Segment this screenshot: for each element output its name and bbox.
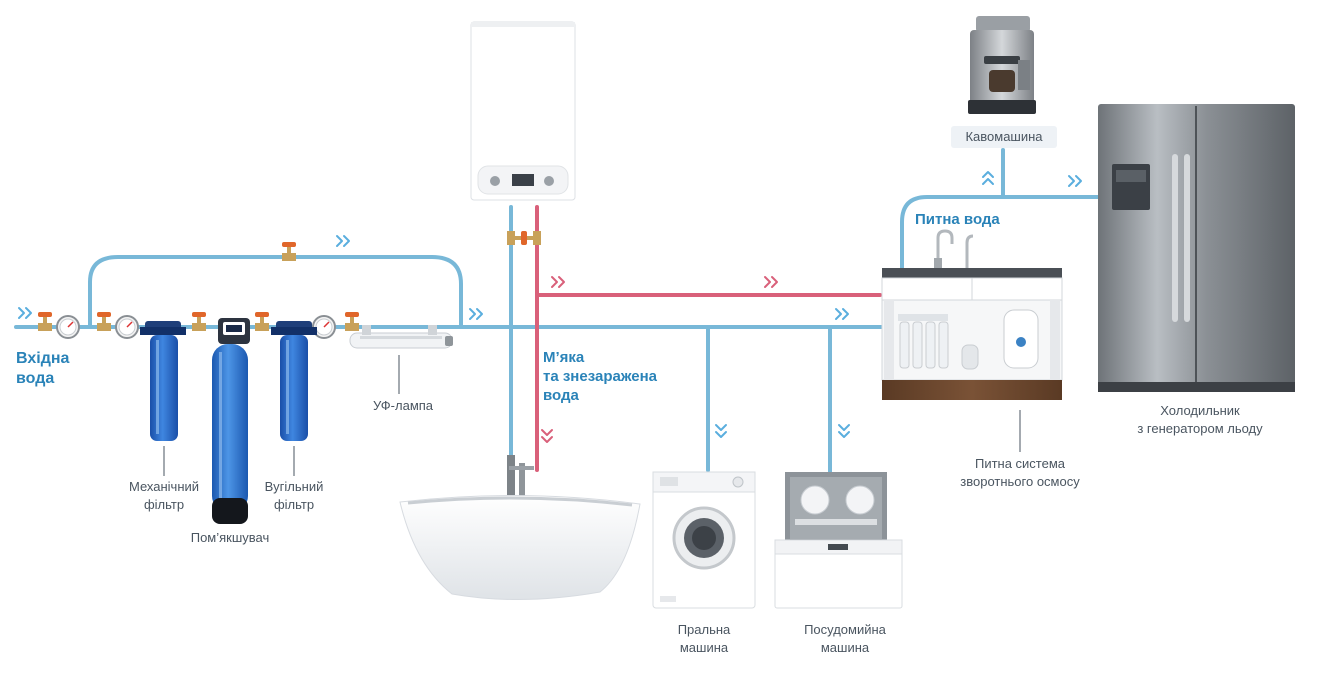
- flow-arrow-icon: [764, 276, 778, 288]
- inlet-label: Вхідна вода: [16, 350, 70, 387]
- dishwasher-label: Посудомийна машина: [804, 622, 886, 655]
- carbon-filter-icon: [271, 321, 317, 441]
- boiler-icon: [470, 21, 576, 201]
- dishwasher-icon: [774, 472, 903, 609]
- fridge-label: Холодильник з генератором льоду: [1137, 403, 1263, 436]
- pressure-gauge-icon: [115, 315, 139, 339]
- fridge-icon: [1098, 104, 1295, 392]
- washing-machine-label: Пральна машина: [677, 622, 731, 655]
- soft-water-pipes: [535, 205, 882, 472]
- ro-system-label: Питна система зворотнього осмосу: [960, 456, 1080, 489]
- uv-lamp-label: УФ-лампа: [372, 398, 434, 413]
- flow-arrow-icon: [982, 171, 994, 185]
- carbon-filter-label: Вугільний фільтр: [264, 479, 324, 512]
- flow-arrow-icon: [835, 308, 849, 320]
- sink-cabinet-icon: [881, 229, 1063, 400]
- flow-arrow-icon: [336, 235, 350, 247]
- flow-arrow-icon: [838, 424, 850, 438]
- washing-machine-icon: [652, 471, 756, 609]
- valve-icon: [38, 312, 52, 331]
- valve-icon: [192, 312, 206, 331]
- flow-arrow-icon: [1068, 175, 1082, 187]
- mechanical-filter-label: Механічний фільтр: [128, 479, 200, 512]
- valve-icon: [282, 242, 296, 261]
- bathtub-icon: [399, 455, 641, 601]
- flow-arrow-icon: [715, 424, 727, 438]
- uv-lamp-icon: [349, 325, 453, 349]
- valve-icon: [522, 231, 541, 245]
- flow-arrow-icon: [541, 429, 553, 443]
- valve-icon: [345, 312, 359, 331]
- softener-label: Пом’якшувач: [190, 530, 270, 545]
- coffee-machine-icon: [968, 16, 1036, 114]
- pressure-gauge-icon: [56, 315, 80, 339]
- coffee-machine-label: Кавомашина: [965, 129, 1043, 144]
- coffee-label-bg: [951, 126, 1057, 148]
- valves: [38, 231, 541, 331]
- flow-arrow-icon: [551, 276, 565, 288]
- valve-icon: [255, 312, 269, 331]
- pressure-gauges: [56, 315, 336, 339]
- bypass-pipe: [88, 255, 463, 329]
- mechanical-filter-icon: [140, 321, 186, 441]
- drinking-water-label: Питна вода: [915, 211, 1000, 228]
- leader-lines: [163, 355, 1021, 476]
- valve-icon: [97, 312, 111, 331]
- flow-arrow-icon: [18, 307, 32, 319]
- softener-icon: [212, 318, 250, 524]
- soft-water-label: М’яка та знезаражена вода: [543, 349, 658, 404]
- flow-arrow-icon: [469, 308, 483, 320]
- drinking-water-pipe: [900, 195, 1100, 270]
